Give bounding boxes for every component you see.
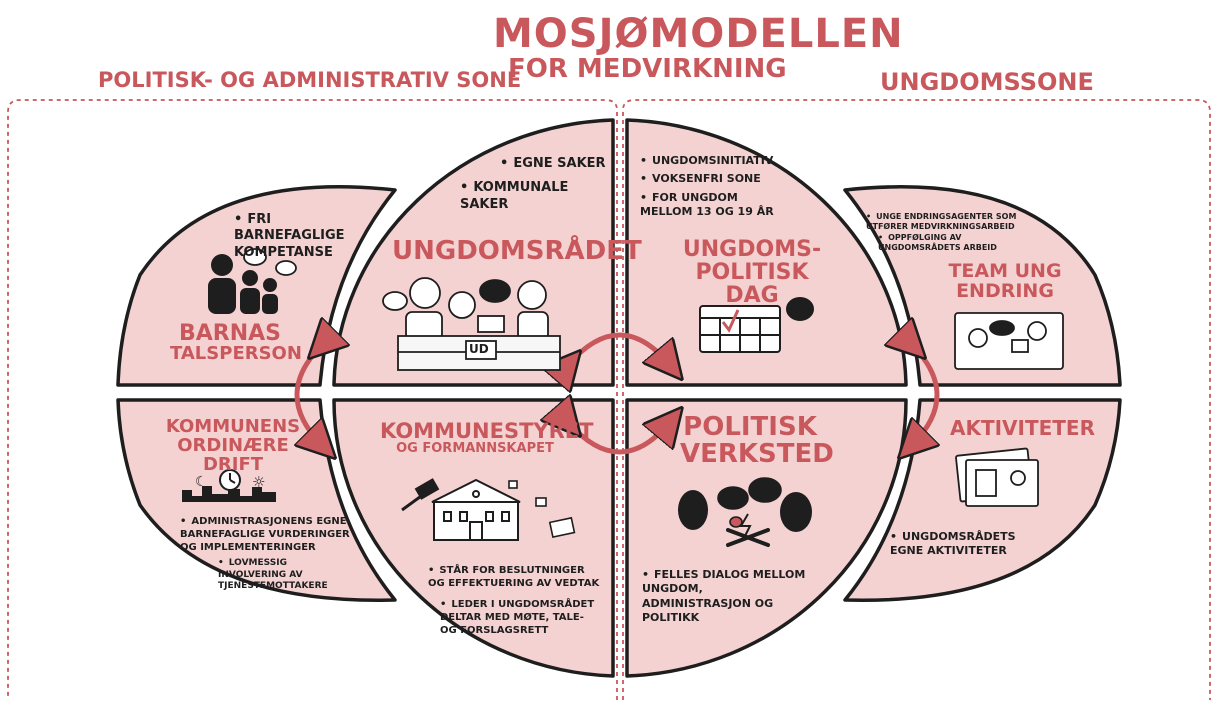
heading-line: VERKSTED xyxy=(680,439,834,470)
drift-heading: KOMMUNENS ORDINÆRE DRIFT xyxy=(158,416,308,475)
heading-line: POLITISK DAG xyxy=(695,260,809,309)
aktiviteter-bullets: UNGDOMSRÅDETS EGNE AKTIVITETER xyxy=(890,530,1035,559)
town-hall-icon xyxy=(431,478,521,541)
left-zone-border xyxy=(7,99,618,700)
right-zone-border xyxy=(622,99,1211,700)
barnas-heading: BARNAS TALSPERSON xyxy=(170,321,302,365)
envelope-icon xyxy=(508,480,576,539)
heading-line: TEAM UNG xyxy=(948,260,1062,282)
bullet: LOVMESSIG INVOLVERING AV TJENESTEMOTTAKE… xyxy=(218,558,350,593)
bullet: EGNE SAKER xyxy=(500,156,610,172)
bullet: OPPFØLGING AV UNGDOMSRÅDETS ARBEID xyxy=(878,233,1046,254)
heading-line: BARNAS xyxy=(178,321,282,346)
lightning-icon xyxy=(739,513,752,539)
aktiviteter-heading: AKTIVITETER xyxy=(950,416,1095,440)
bullet: UNGDOMSINITIATIV xyxy=(640,154,790,168)
youth-council-desk-icon xyxy=(382,277,561,371)
heading-line: OG FORMANNSKAPET xyxy=(396,441,554,457)
calendar-icon xyxy=(699,297,814,353)
workshop-bubbles-icon xyxy=(717,477,782,528)
heading-line: ORDINÆRE DRIFT xyxy=(177,434,289,475)
dag-heading: UNGDOMS- POLITISK DAG xyxy=(672,238,832,307)
bullet: LEDER I UNGDOMSRÅDET DELTAR MED MØTE, TA… xyxy=(440,598,600,637)
bullet: FRI BARNEFAGLIGE KOMPETANSE xyxy=(234,212,374,261)
bullet: FOR UNGDOM MELLOM 13 OG 19 ÅR xyxy=(640,191,790,220)
verksted-bullets: FELLES DIALOG MELLOM UNGDOM, ADMINISTRAS… xyxy=(642,568,812,625)
sun-icon: ☼ xyxy=(252,473,265,491)
heading-line: KOMMUNENS xyxy=(165,416,301,437)
title-line2: FOR MEDVIRKNING xyxy=(508,54,787,84)
zone-left-label: POLITISK- OG ADMINISTRATIV SONE xyxy=(98,68,522,92)
arrow-bottom-center xyxy=(568,422,670,455)
arrow-top-center xyxy=(568,332,670,365)
dag-bullets: UNGDOMSINITIATIV VOKSENFRI SONE FOR UNGD… xyxy=(640,154,790,219)
bullet: UNGE ENDRINGSAGENTER SOM UTFØRER MEDVIRK… xyxy=(866,212,1046,233)
dialogue-heads-icon xyxy=(678,490,812,532)
ungdomsradet-heading: UNGDOMSRÅDET xyxy=(392,236,642,266)
drift-bullets: ADMINISTRASJONENS EGNE BARNEFAGLIGE VURD… xyxy=(180,515,350,593)
bullet: UNGDOMSRÅDETS EGNE AKTIVITETER xyxy=(890,530,1035,559)
barnas-bullets: FRI BARNEFAGLIGE KOMPETANSE xyxy=(234,212,374,261)
verksted-heading: POLITISK VERKSTED xyxy=(680,412,834,470)
arrow-right-cycle xyxy=(912,345,937,445)
kommunestyret-heading: KOMMUNESTYRET OG FORMANNSKAPET xyxy=(380,419,594,457)
photos-icon xyxy=(955,447,1039,507)
people-silhouettes-icon xyxy=(208,254,278,314)
team-bullets: UNGE ENDRINGSAGENTER SOM UTFØRER MEDVIRK… xyxy=(866,212,1046,254)
zone-right-label: UNGDOMSSONE xyxy=(880,68,1094,96)
heading-line: KOMMUNESTYRET xyxy=(380,419,594,443)
team-photo-icon xyxy=(954,312,1064,370)
bullet: STÅR FOR BESLUTNINGER OG EFFEKTUERING AV… xyxy=(428,564,600,590)
arrow-left-cycle xyxy=(297,345,322,445)
bullet: KOMMUNALE SAKER xyxy=(460,180,610,213)
heading-line: ENDRING xyxy=(956,279,1054,302)
heading-line: TALSPERSON xyxy=(170,343,302,365)
city-skyline-icon xyxy=(182,486,276,502)
gavel-icon xyxy=(401,478,440,512)
kommunestyret-bullets: STÅR FOR BESLUTNINGER OG EFFEKTUERING AV… xyxy=(428,564,600,637)
team-heading: TEAM UNG ENDRING xyxy=(945,260,1065,302)
heading-line: POLITISK xyxy=(683,412,817,442)
desk-label: UD xyxy=(469,342,489,356)
bullet: VOKSENFRI SONE xyxy=(640,172,790,186)
bullet: FELLES DIALOG MELLOM UNGDOM, ADMINISTRAS… xyxy=(642,568,812,625)
ungdomsradet-bullets: EGNE SAKER KOMMUNALE SAKER xyxy=(460,156,610,213)
heading-line: UNGDOMS- xyxy=(682,237,822,262)
title-line1: MOSJØMODELLEN xyxy=(493,11,904,57)
tools-icon xyxy=(726,528,770,547)
bullet: ADMINISTRASJONENS EGNE BARNEFAGLIGE VURD… xyxy=(180,515,350,554)
